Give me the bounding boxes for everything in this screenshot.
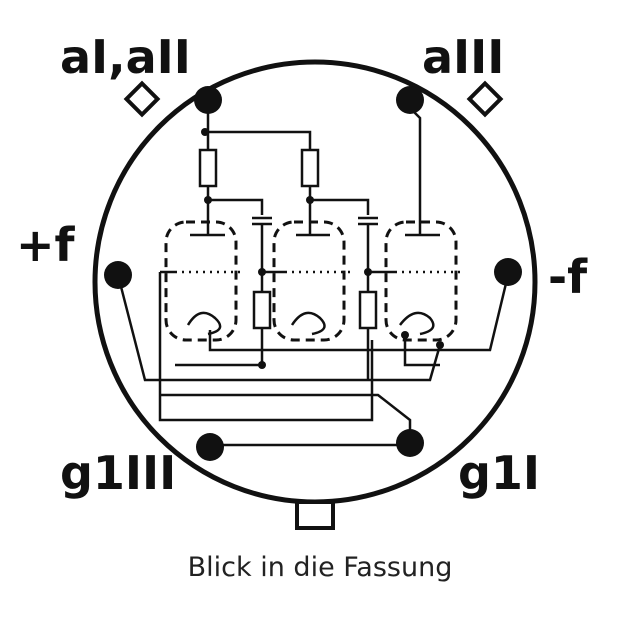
label-anode-3: aIII [422,30,505,84]
caption: Blick in die Fassung [187,552,453,583]
pin-minus-f [494,258,522,286]
key-notch [295,500,335,530]
marker-diamond-right [466,80,504,118]
internal-wiring [116,100,510,447]
label-anode-1-2: aI,aII [60,30,191,84]
pin-plus-f [104,261,132,289]
label-grid-3: g1III [60,446,177,500]
pins [104,86,522,461]
pin-a3 [396,86,424,114]
pin-g1-1 [396,429,424,457]
label-heater-plus: +f [16,218,75,272]
pin-g1-3 [196,433,224,461]
marker-diamond-left [123,80,161,118]
label-heater-minus: -f [548,250,588,304]
pin-a1-a2 [194,86,222,114]
label-grid-1: g1I [458,446,541,500]
